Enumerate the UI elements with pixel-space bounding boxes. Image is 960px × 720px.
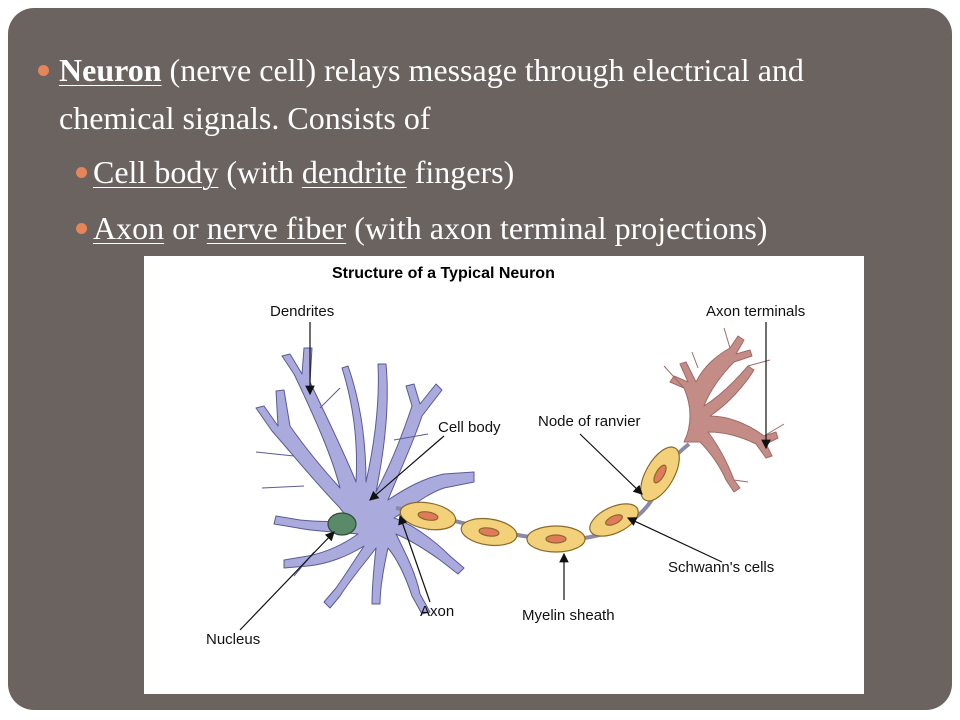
label-cell-body: Cell body: [438, 419, 501, 436]
term-nerve-fiber: nerve fiber: [206, 210, 347, 246]
label-nucleus: Nucleus: [206, 631, 260, 648]
term-cell-body: Cell body: [93, 154, 219, 190]
term-axon: Axon: [93, 210, 165, 246]
neuron-diagram: Structure of a Typical Neuron: [144, 256, 864, 694]
bullet-dot-icon: [76, 223, 87, 234]
bullet-axon-text: Axon or nerve fiber (with axon terminal …: [93, 208, 767, 248]
label-node-of-ranvier: Node of ranvier: [538, 413, 641, 430]
label-dendrites: Dendrites: [270, 303, 334, 320]
bullet-neuron-rest: (nerve cell) relays message through elec…: [59, 52, 804, 136]
dendrites-shape: [255, 347, 475, 615]
bullet-neuron: Neuron (nerve cell) relays message throu…: [38, 46, 918, 142]
nucleus-shape: [327, 512, 357, 536]
slide: Neuron (nerve cell) relays message throu…: [8, 8, 952, 710]
term-neuron: Neuron: [59, 52, 162, 88]
bullet-cell-body: Cell body (with dendrite fingers): [76, 152, 514, 192]
leader-lines: [239, 322, 771, 631]
bullet-dot-icon: [76, 167, 87, 178]
bullet-cell-body-mid: (with: [218, 154, 302, 190]
bullet-axon-mid: or: [164, 210, 207, 246]
label-axon-terminals: Axon terminals: [706, 303, 805, 320]
axon-terminals-shape: [663, 327, 785, 493]
bullet-cell-body-text: Cell body (with dendrite fingers): [93, 152, 514, 192]
myelin-sheath-shape: [399, 446, 680, 553]
bullet-neuron-text: Neuron (nerve cell) relays message throu…: [59, 46, 918, 142]
bullet-dot-icon: [38, 65, 49, 76]
diagram-title: Structure of a Typical Neuron: [332, 265, 555, 282]
neuron-diagram-svg: Structure of a Typical Neuron: [206, 265, 805, 648]
label-myelin-sheath: Myelin sheath: [522, 607, 615, 624]
term-dendrite: dendrite: [301, 154, 407, 190]
label-axon: Axon: [420, 603, 454, 620]
bullet-axon-rest: (with axon terminal projections): [346, 210, 768, 246]
label-schwanns-cells: Schwann's cells: [668, 559, 774, 576]
bullet-cell-body-rest: fingers): [406, 154, 515, 190]
bullet-axon: Axon or nerve fiber (with axon terminal …: [76, 208, 767, 248]
